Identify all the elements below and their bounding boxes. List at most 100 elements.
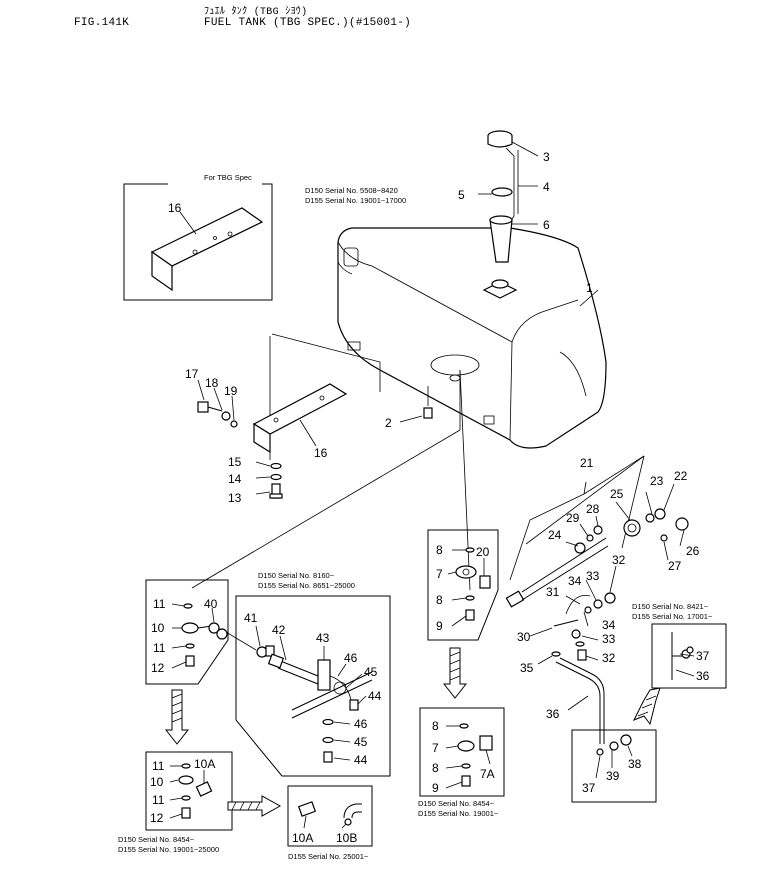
arrow-up-right — [632, 687, 661, 726]
callout-7: 7 — [436, 567, 443, 581]
callout-31: 31 — [546, 585, 560, 599]
page-title: FUEL TANK (TBG SPEC.)(#15001-) — [204, 17, 412, 29]
valve-7b — [457, 740, 475, 752]
callout-45b: 45 — [354, 735, 368, 749]
callout-3: 3 — [543, 150, 550, 164]
callout-25: 25 — [610, 487, 624, 501]
callout-42: 42 — [272, 623, 286, 637]
washer-39 — [609, 741, 619, 751]
washer-19 — [230, 420, 238, 428]
callout-37: 37 — [696, 649, 710, 663]
callout-38: 38 — [628, 757, 642, 771]
right-box-serial-2: D155 Serial No. 17001~ — [632, 612, 713, 621]
gasket-5 — [491, 187, 513, 197]
callout-12: 12 — [151, 661, 165, 675]
bolt-17 — [197, 401, 223, 413]
left-box-serial-1: D150 Serial No. 8160~ — [258, 571, 335, 580]
bottom-left-serial-2: D155 Serial No. 19001~25000 — [118, 845, 219, 854]
left-box-serial-2: D155 Serial No. 8651~25000 — [258, 581, 355, 590]
bolt-13 — [269, 483, 283, 499]
callout-34: 34 — [568, 574, 582, 588]
center-box-serial-2: D155 Serial No. 19001~ — [418, 809, 499, 818]
callout-40: 40 — [204, 597, 218, 611]
callout-16: 16 — [168, 201, 182, 215]
cap-serial-note-2: D155 Serial No. 19001~17000 — [305, 196, 406, 205]
arrow-down-left — [164, 689, 190, 745]
callout-15: 15 — [228, 455, 242, 469]
o-ring-11d — [181, 795, 191, 801]
bracket-16-tbg — [150, 207, 264, 292]
callout-6: 6 — [543, 218, 550, 232]
washer-14 — [270, 473, 282, 481]
callout-10b: 10 — [150, 775, 164, 789]
callout-44: 44 — [368, 689, 382, 703]
callout-7a: 7A — [480, 767, 495, 781]
callout-11d: 11 — [152, 793, 165, 807]
fitting-40 — [208, 622, 228, 640]
callout-11: 11 — [153, 597, 166, 611]
callout-18: 18 — [205, 376, 219, 390]
callout-1: 1 — [586, 281, 593, 295]
drain-plug-2 — [423, 386, 433, 419]
callout-26: 26 — [686, 544, 700, 558]
callout-9: 9 — [436, 619, 443, 633]
callout-8b: 8 — [436, 593, 443, 607]
o-ring-11b — [185, 643, 195, 649]
callout-33: 33 — [586, 569, 600, 583]
callout-34b: 34 — [602, 618, 616, 632]
callout-28: 28 — [586, 502, 600, 516]
bracket-16 — [252, 383, 348, 454]
washer-45 — [322, 736, 334, 744]
filler-neck-6 — [489, 215, 513, 263]
elbow-10a — [195, 781, 213, 797]
plug-9b — [461, 775, 471, 787]
tbg-spec-box: For TBG Spec 16 — [123, 173, 273, 301]
nut-38 — [620, 734, 632, 746]
callout-33b: 33 — [602, 632, 616, 646]
pipe-end-box — [571, 729, 657, 803]
callout-8d: 8 — [432, 761, 439, 775]
pipe-36-detail — [671, 632, 694, 680]
callout-14: 14 — [228, 472, 242, 486]
callout-20: 20 — [476, 545, 490, 559]
callout-29: 29 — [566, 511, 580, 525]
hose-fitting-box — [287, 785, 373, 847]
washer-18 — [221, 411, 231, 421]
callout-35: 35 — [520, 661, 534, 675]
callout-13: 13 — [228, 491, 242, 505]
callout-32: 32 — [612, 553, 626, 567]
callout-12b: 12 — [150, 811, 164, 825]
o-ring-8b — [465, 595, 475, 601]
pipe-box-right — [651, 623, 727, 689]
union-10 — [181, 622, 213, 634]
hose-fitting-10b — [343, 803, 362, 826]
callout-4: 4 — [543, 180, 550, 194]
plug-12 — [185, 655, 195, 667]
clamp-37 — [596, 748, 604, 756]
o-ring-8 — [465, 547, 475, 553]
drain-valve-assembly — [505, 508, 689, 661]
washer-46 — [322, 718, 334, 726]
elbow-10a-b — [297, 801, 317, 817]
callout-19: 19 — [224, 384, 238, 398]
filler-cap-3 — [487, 130, 513, 148]
arrow-right-bottom — [227, 795, 282, 817]
valve-box-lower-center — [419, 707, 505, 797]
callout-10a: 10A — [194, 757, 215, 771]
elbow-41 — [256, 645, 275, 658]
hose-42 — [267, 653, 373, 719]
callout-10: 10 — [151, 621, 165, 635]
bottom-mid-serial: D155 Serial No. 25001~ — [288, 852, 369, 861]
callout-43: 43 — [316, 631, 330, 645]
cap-serial-note-1: D150 Serial No. 5508~8420 — [305, 186, 398, 195]
o-ring-8d — [461, 763, 471, 769]
valve-7 — [455, 565, 477, 579]
bolt-44 — [323, 751, 333, 763]
callout-16b: 16 — [314, 446, 328, 460]
plug-9 — [465, 609, 475, 621]
callout-32b: 32 — [602, 651, 616, 665]
callout-17: 17 — [185, 367, 199, 381]
plug-12b — [181, 807, 191, 819]
elbow-20 — [479, 575, 491, 589]
